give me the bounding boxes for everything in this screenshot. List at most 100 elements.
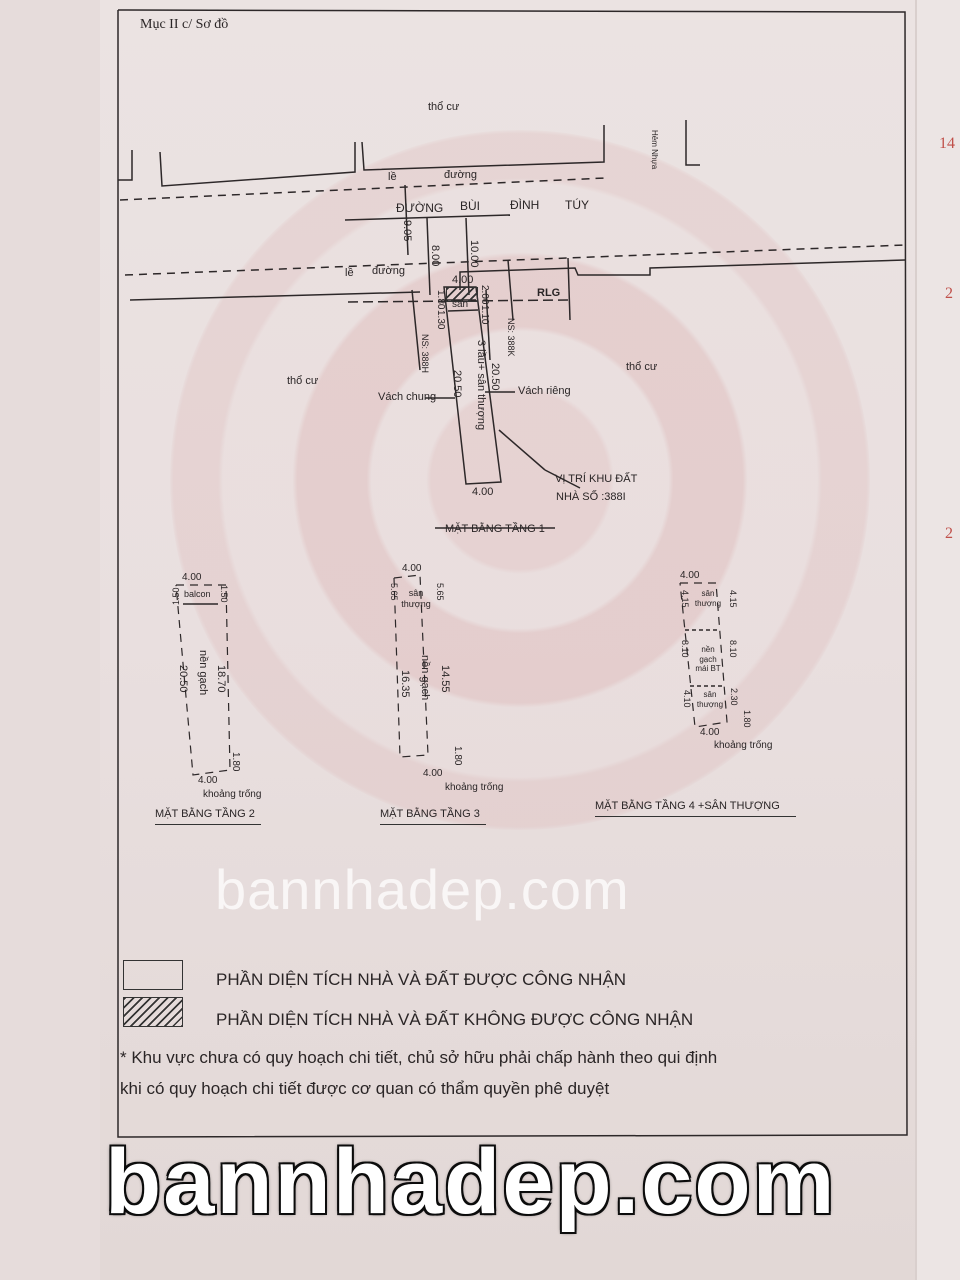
planning-note-line2: khi có quy hoạch chi tiết được cơ quan c… [120,1079,610,1098]
dim-line [465,217,470,296]
dimension-label: 1.80 [435,290,446,310]
legend-not-recognized-label: PHẦN DIỆN TÍCH NHÀ VÀ ĐẤT KHÔNG ĐƯỢC CÔN… [216,1010,694,1029]
terrace-label: sân thượng [401,588,431,609]
dimension-label: 9.05 [401,220,413,242]
neighbor-line [507,259,514,321]
dimension-label: 8.10 [728,640,738,658]
road-boundary [159,142,356,187]
planning-note-line1: * Khu vực chưa có quy hoạch chi tiết, ch… [120,1048,718,1067]
terrace-label: sân thượng [694,589,722,608]
dimension-label: 1.50 [219,585,229,603]
yard-label: sân [452,299,469,310]
land-label-right: thổ cư [626,361,658,373]
floor4-outline [679,582,728,728]
street-name-word: TÚY [565,198,589,212]
floor-material-label: nền gạch [419,655,431,701]
sidewalk-label: lề [388,171,397,183]
floor-material-label: nền gạch [197,650,209,696]
dimension-label: 1.30 [435,310,446,330]
gap-label: khoảng trống [445,782,504,793]
security-rosette-pattern [170,130,870,830]
neighbor-line [567,257,571,321]
lot-length: 20.50 [489,363,501,391]
street-line [344,214,511,221]
sidewalk-label: đường [372,265,405,277]
balcony-label: balcon [184,589,211,599]
sidewalk-label: lề [345,267,354,279]
dimension-label: 2.00 [479,285,490,305]
road-boundary [361,125,605,171]
road-edge [459,259,906,290]
dim-line [404,184,409,256]
section-title: Mục II c/ Sơ đồ [140,17,229,32]
dashed-road-line [124,244,906,276]
building-label: 3 lầu+ sân thượng [475,340,487,431]
dimension-label: 4.10 [682,690,692,708]
floor3-outline [393,574,429,758]
leader-line [498,429,546,471]
legend-not-recognized-swatch [123,997,183,1027]
rear-width: 4.00 [472,486,494,498]
land-label-left: thổ cư [287,375,319,387]
floor4-caption: MẶT BẰNG TẦNG 4 +SÂN THƯỢNG [595,800,796,817]
page-number: 2 [945,525,953,542]
dimension-label: 2.30 [729,688,739,706]
alley-label: Hẻm Nhựa [650,130,659,170]
dimension-label: 4.00 [680,570,700,581]
legend-recognized-label: PHẦN DIỆN TÍCH NHÀ VÀ ĐẤT ĐƯỢC CÔNG NHẬN [216,970,627,989]
street-name-word: ĐƯỜNG [396,201,444,215]
adjacent-page: 14 2 2 [915,0,960,1280]
dimension-label: 8.10 [680,640,690,658]
floor-material-label: nền gạch mái BT [695,645,721,674]
dimension-label: 4.15 [680,590,690,608]
front-width: 4.00 [452,274,474,286]
floor2-outline [175,584,231,776]
neighbor-line [411,289,421,371]
dimension-label: 5.65 [435,583,445,601]
floor1-caption: MẶT BẰNG TẦNG 1 [445,523,545,535]
street-name-word: ĐÌNH [510,198,540,212]
dimension-label: 1.10 [479,305,490,325]
dimension-label: 1.50 [171,587,181,605]
dimension-label: 8.00 [429,245,441,267]
shared-wall-label: Vách chung [378,391,437,403]
land-label-top: thổ cư [428,101,460,113]
dimension-label: 4.00 [182,572,202,583]
street-name-word: BÙI [460,199,481,213]
watermark-middle: bannhadep.com [215,858,630,921]
dimension-label: 16.35 [399,670,411,698]
yard-line [447,309,479,312]
dimension-label: 20.50 [177,665,189,693]
private-wall-label: Vách riêng [518,385,571,397]
lot-length: 20.50 [451,370,463,398]
dimension-label: 1.80 [230,752,241,772]
dimension-label: 4.00 [423,768,443,779]
gap-label: khoảng trống [203,789,262,800]
dimension-label: 4.15 [728,590,738,608]
dimension-label: 4.00 [198,775,218,786]
watermark-bottom: bannhadep.com [105,1131,837,1233]
road-edge [129,291,421,301]
neighbor-house-number: NS: 388K [506,318,516,357]
dimension-label: 14.55 [439,665,451,693]
dimension-label: 1.80 [742,710,752,728]
floor3-caption: MẶT BẰNG TẦNG 3 [380,808,486,825]
house-number-label: NHÀ SỐ :388I [556,491,626,503]
gap-label: khoảng trống [714,740,773,751]
dimension-label: 4.00 [402,563,422,574]
dimension-label: 1.80 [452,746,463,766]
road-boundary [685,120,700,166]
rlg-label: RLG [537,287,561,299]
page-number: 2 [945,285,953,302]
sidewalk-label: đường [444,169,477,181]
neighbor-line [485,289,491,361]
floor2-caption: MẶT BẰNG TẦNG 2 [155,808,261,825]
dimension-label: 10.00 [468,240,480,268]
location-label: VỊ TRÍ KHU ĐẤT [555,473,638,485]
dim-line [426,217,431,296]
road-boundary [118,150,133,181]
legend-recognized-swatch [123,960,183,990]
dimension-label: 18.70 [215,665,227,693]
neighbor-house-number: NS: 388H [420,334,430,374]
dimension-label: 5.65 [389,583,399,601]
